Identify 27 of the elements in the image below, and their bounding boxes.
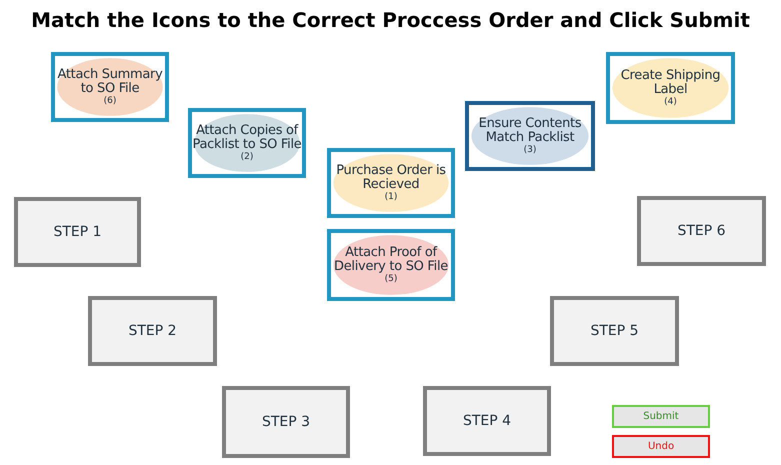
- order-number: (1): [384, 192, 398, 202]
- step-label: STEP 5: [590, 323, 639, 339]
- page-title: Match the Icons to the Correct Proccess Order and Click Submit: [31, 8, 750, 32]
- process-name: Attach Copies of Packlist to SO File: [192, 124, 302, 152]
- step-label: STEP 3: [262, 414, 310, 430]
- step-label: STEP 1: [53, 224, 102, 240]
- drop-target-box: [550, 296, 679, 366]
- process-name: Ensure Contents Match Packlist: [478, 117, 582, 145]
- order-number: (2): [240, 152, 254, 162]
- drop-target-box: [14, 197, 141, 267]
- order-number: (6): [104, 96, 116, 106]
- undo-button: Undo: [612, 435, 710, 458]
- step-label: STEP 6: [677, 223, 726, 239]
- order-number: (4): [664, 97, 677, 107]
- process-name: Attach Proof of Delivery to SO File: [333, 246, 449, 274]
- process-name: Purchase Order is Recieved: [335, 164, 447, 192]
- drop-target-box: [88, 296, 217, 366]
- step-label: STEP 2: [128, 323, 177, 339]
- drop-target-box: [637, 196, 766, 266]
- drop-target-box: [222, 386, 350, 458]
- step-label: STEP 4: [462, 413, 512, 429]
- drop-target-box: [423, 386, 551, 456]
- submit-button: Submit: [612, 405, 710, 428]
- order-number: (5): [384, 274, 398, 284]
- process-name: Create Shipping Label: [620, 69, 722, 97]
- order-number: (3): [524, 145, 536, 155]
- process-name: Attach Summary to SO File: [56, 68, 164, 96]
